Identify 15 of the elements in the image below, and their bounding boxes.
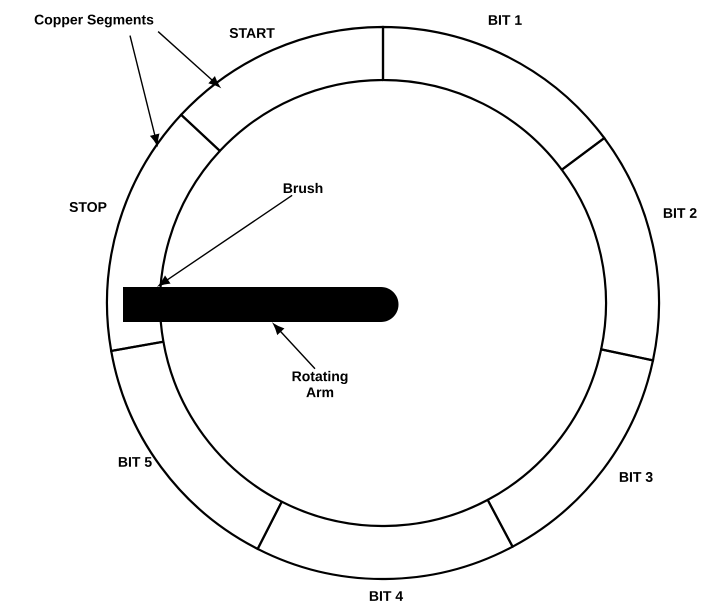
leader-label: Copper Segments	[34, 14, 154, 28]
leader-line	[158, 194, 293, 286]
node-label: BIT 2	[664, 208, 697, 218]
node-label: BIT 4	[370, 591, 404, 601]
copper-segment: START	[180, 26, 384, 152]
rotating-arm	[123, 287, 398, 322]
leader-line	[158, 31, 220, 88]
node-label: BIT 1	[488, 15, 522, 25]
leader-label: Brush	[284, 182, 322, 194]
copper-segment: BIT 5	[110, 340, 283, 550]
leader-line	[273, 324, 316, 370]
leader-line	[129, 35, 160, 146]
copper-segment: BIT 3	[486, 348, 654, 548]
leader-label: Rotating Arm	[292, 370, 348, 398]
node-label: STOP	[69, 202, 106, 212]
